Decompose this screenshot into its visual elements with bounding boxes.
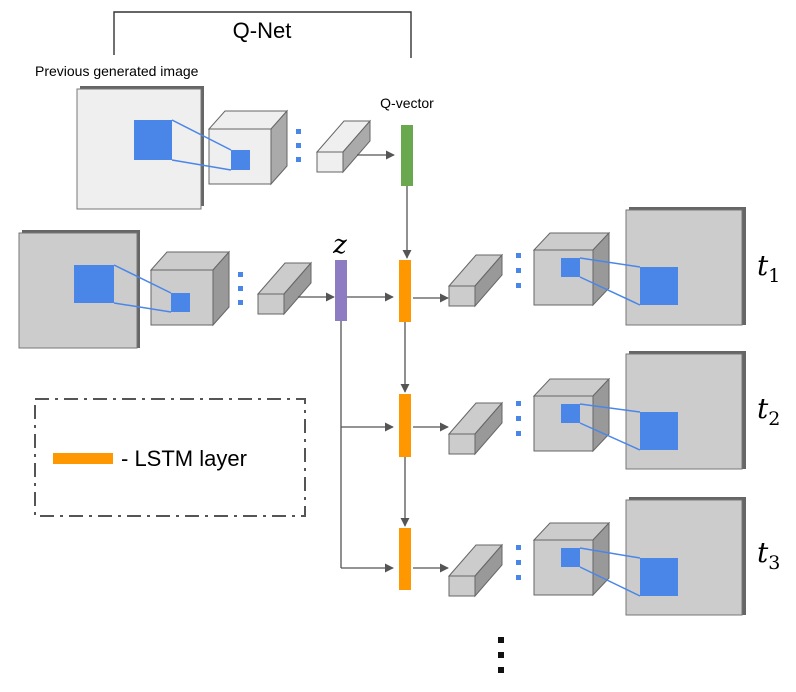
legend: - LSTM layer bbox=[34, 398, 306, 517]
t1-output-patch bbox=[640, 267, 678, 305]
t3-output-patch bbox=[640, 558, 678, 596]
prev-dots bbox=[296, 129, 301, 134]
prev-projection-line-bottom bbox=[171, 159, 232, 171]
t2-label: t2 bbox=[757, 392, 780, 430]
legend-border bbox=[34, 398, 306, 517]
input-dots bbox=[238, 272, 243, 277]
prev-cube-patch bbox=[231, 150, 250, 170]
qnet-label: Q-Net bbox=[233, 18, 292, 43]
t2-cube-patch bbox=[561, 404, 580, 423]
input-image-block bbox=[18, 230, 313, 349]
decoder-row-t2 bbox=[413, 351, 746, 470]
previous-image-label: Previous generated image bbox=[35, 63, 199, 79]
t3-output-slab bbox=[625, 499, 743, 616]
lstm-bar-t3 bbox=[399, 528, 411, 590]
t2-dots bbox=[516, 401, 521, 406]
t3-cube-patch bbox=[561, 548, 580, 567]
decoder-row-t1 bbox=[413, 207, 746, 326]
t2-output-slab bbox=[625, 353, 743, 470]
t2-output-patch bbox=[640, 412, 678, 450]
input-projection-line-top bbox=[113, 264, 172, 294]
t1-cube-patch bbox=[561, 258, 580, 277]
t1-prism bbox=[448, 285, 476, 307]
qnet-bracket bbox=[113, 11, 412, 58]
z-bar bbox=[335, 260, 347, 321]
input-cube-patch bbox=[171, 293, 190, 312]
lstm-bar-t2 bbox=[399, 394, 411, 457]
previous-image-patch bbox=[134, 120, 172, 160]
t3-label: t3 bbox=[757, 536, 780, 574]
t2-prism bbox=[448, 433, 476, 455]
prev-projection-line-top bbox=[171, 119, 232, 151]
decoder-row-t3 bbox=[413, 497, 746, 616]
t1-dots bbox=[516, 253, 521, 258]
legend-text: - LSTM layer bbox=[121, 446, 247, 471]
t3-dots bbox=[516, 545, 521, 550]
continuation-dots bbox=[498, 637, 504, 673]
prev-prism-front bbox=[316, 151, 344, 173]
previous-image-block bbox=[76, 86, 372, 210]
qvector-bar bbox=[401, 125, 413, 186]
qvector-label: Q-vector bbox=[380, 95, 434, 111]
input-prism-front bbox=[257, 293, 285, 315]
legend-lstm-swatch bbox=[53, 453, 113, 464]
lstm-bar-t1 bbox=[399, 260, 411, 322]
t3-prism bbox=[448, 575, 476, 597]
z-label: z bbox=[332, 230, 347, 260]
input-projection-line-bottom bbox=[113, 302, 172, 313]
t1-label: t1 bbox=[757, 249, 780, 287]
input-patch bbox=[74, 265, 114, 303]
